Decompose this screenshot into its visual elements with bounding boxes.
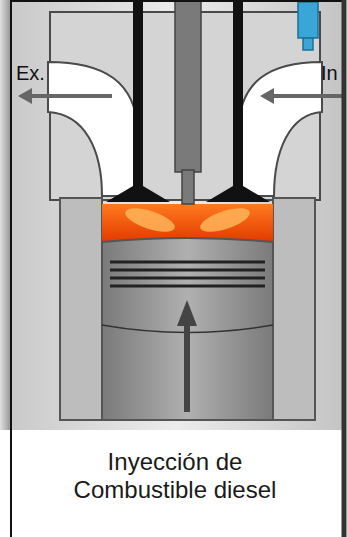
exhaust-port [48,62,138,196]
cylinder-wall [60,198,102,420]
glow-injector [303,38,313,50]
intake-valve [206,186,270,202]
flame [197,203,252,236]
port-label: In [321,62,338,85]
intake-port [238,62,322,196]
caption-ground [12,430,342,537]
combustion-chamber [102,204,273,242]
intake-arrow [272,94,342,98]
glow-injector [298,2,318,38]
piston-rings [110,262,265,286]
caption: Inyección de Combustible diesel [50,448,300,503]
injector [175,0,201,172]
exhaust-valve [106,186,170,202]
injector-tip [182,170,194,204]
flame [122,203,177,236]
frame-line [342,0,347,537]
motion-arrow [184,322,190,412]
exhaust-valve [133,0,143,188]
intake-valve [233,0,243,188]
piston [102,238,273,420]
exhaust-arrow [18,88,32,104]
cylinder-wall [273,198,315,420]
exhaust-arrow [30,94,112,98]
motion-arrow [177,300,197,326]
intake-arrow [260,88,274,104]
frame-line [10,0,12,537]
frame-line [10,0,343,2]
side-strip [0,0,10,430]
panel-ground [10,0,343,430]
port-label: Ex. [16,62,45,85]
